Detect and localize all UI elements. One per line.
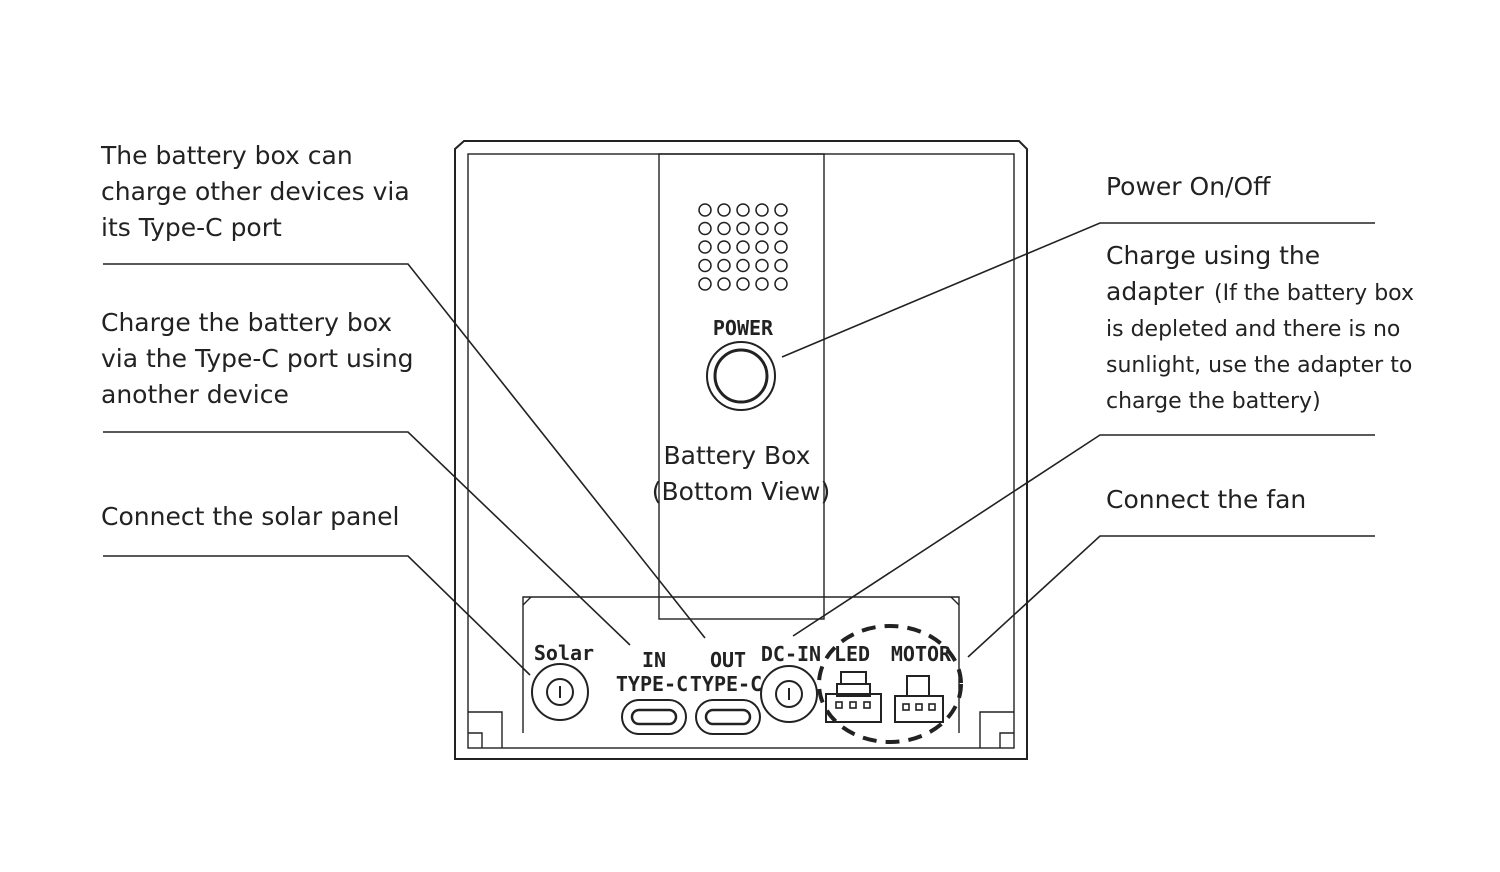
power-button[interactable] — [706, 341, 776, 411]
callout-typec-out-line1: The battery box can — [100, 141, 353, 170]
callout-typec-out: The battery box can charge other devices… — [100, 141, 410, 242]
grille-hole — [717, 277, 731, 291]
leader-power — [781, 222, 1375, 358]
out-port-label-top: OUT — [710, 648, 746, 672]
grille-hole — [736, 221, 750, 236]
leader-typec-in — [103, 431, 631, 646]
callout-typec-in: Charge the battery box via the Type-C po… — [101, 308, 414, 409]
typec-in-port[interactable] — [621, 699, 687, 735]
grille-hole — [755, 258, 769, 273]
grille-hole — [774, 258, 788, 273]
callout-adapter-note-line3: sunlight, use the adapter to — [1106, 353, 1412, 378]
grille-hole — [774, 277, 788, 291]
grille-hole — [755, 277, 769, 291]
callout-adapter: Charge using the adapter (If the battery… — [1106, 241, 1414, 414]
callout-adapter-note-line1: (If the battery box — [1214, 281, 1414, 306]
grille-hole — [736, 258, 750, 273]
leader-typec-out — [103, 263, 706, 639]
grille-hole — [736, 240, 750, 254]
callout-typec-out-line2: charge other devices via — [101, 177, 410, 206]
solar-port[interactable] — [531, 663, 589, 721]
device-title-line2: (Bottom View) — [652, 477, 830, 506]
callout-fan: Connect the fan — [1106, 485, 1306, 514]
grille-hole — [717, 221, 731, 236]
callout-adapter-note-line4: charge the battery) — [1106, 389, 1321, 414]
leader-lines — [103, 222, 1375, 676]
callout-typec-in-line3: another device — [101, 380, 289, 409]
grille-hole — [755, 203, 769, 217]
grille-hole — [698, 221, 712, 236]
leader-adapter — [792, 434, 1375, 637]
grille-hole — [698, 240, 712, 254]
callout-adapter-note-line2: is depleted and there is no — [1106, 317, 1400, 342]
grille-hole — [774, 240, 788, 254]
callout-typec-in-line1: Charge the battery box — [101, 308, 392, 337]
callout-typec-in-line2: via the Type-C port using — [101, 344, 414, 373]
callout-solar: Connect the solar panel — [101, 502, 399, 531]
dc-in-port[interactable] — [760, 665, 818, 723]
dc-in-port-label: DC-IN — [761, 642, 821, 666]
callout-adapter-line2: adapter — [1106, 277, 1205, 306]
grille-hole — [774, 203, 788, 217]
in-port-label-top: IN — [642, 648, 666, 672]
solar-port-label: Solar — [534, 641, 594, 665]
grille-hole — [698, 277, 712, 291]
led-connector[interactable] — [825, 671, 882, 723]
leader-fan — [967, 535, 1375, 658]
leader-solar — [103, 555, 531, 676]
battery-box-body — [454, 140, 1028, 760]
grille-hole — [736, 277, 750, 291]
power-label: POWER — [713, 316, 774, 340]
fan-connector-highlight — [817, 624, 963, 744]
callout-adapter-line1: Charge using the — [1106, 241, 1320, 270]
grille-hole — [717, 258, 731, 273]
speaker-grille — [698, 203, 788, 291]
led-port-label: LED — [834, 642, 870, 666]
grille-hole — [736, 203, 750, 217]
in-port-label-bottom: TYPE-C — [616, 672, 688, 696]
grille-hole — [698, 203, 712, 217]
grille-hole — [755, 221, 769, 236]
motor-port-label: MOTOR — [891, 642, 952, 666]
grille-hole — [717, 240, 731, 254]
grille-hole — [755, 240, 769, 254]
callout-power: Power On/Off — [1106, 172, 1271, 201]
grille-hole — [774, 221, 788, 236]
callout-typec-out-line3: its Type-C port — [101, 213, 282, 242]
grille-hole — [717, 203, 731, 217]
motor-connector[interactable] — [894, 675, 944, 723]
out-port-label-bottom: TYPE-C — [690, 672, 762, 696]
grille-hole — [698, 258, 712, 273]
typec-out-port[interactable] — [695, 699, 761, 735]
device-title-line1: Battery Box — [664, 441, 811, 470]
